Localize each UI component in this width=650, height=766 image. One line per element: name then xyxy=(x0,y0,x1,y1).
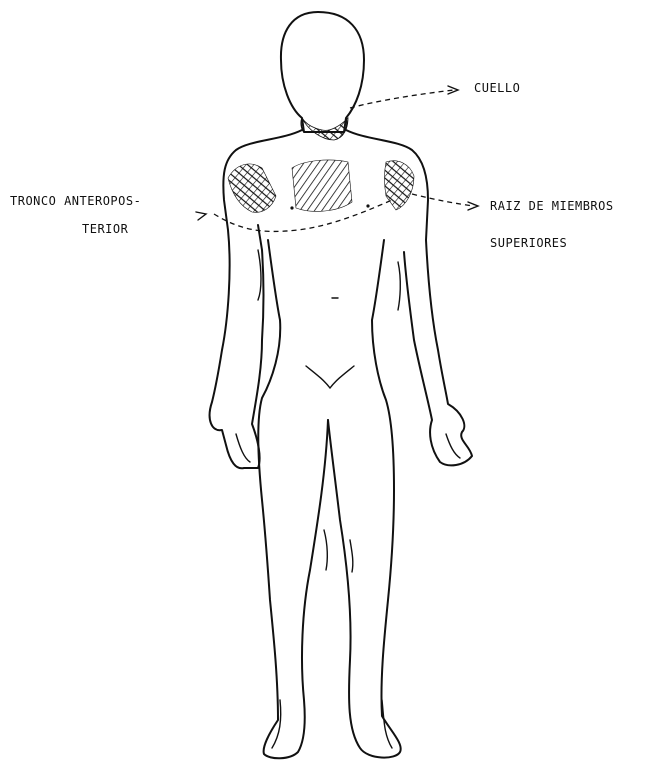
limbs-leader xyxy=(412,194,478,210)
left-shoulder-hatched-region xyxy=(228,164,276,212)
label-trunk-line1: TRONCO ANTEROPOS- xyxy=(10,194,141,208)
label-limbs-line1: RAIZ DE MIEMBROS xyxy=(490,199,614,213)
chest-hatched-region xyxy=(292,160,352,211)
body-outline xyxy=(210,118,472,758)
head xyxy=(281,12,364,132)
label-trunk-line2: TERIOR xyxy=(82,222,128,236)
right-shoulder-hatched-region xyxy=(385,161,415,210)
neck-hatched-region xyxy=(302,118,348,140)
neck-leader xyxy=(350,86,458,108)
label-limbs-line2: SUPERIORES xyxy=(490,236,567,250)
label-neck: CUELLO xyxy=(474,81,520,95)
